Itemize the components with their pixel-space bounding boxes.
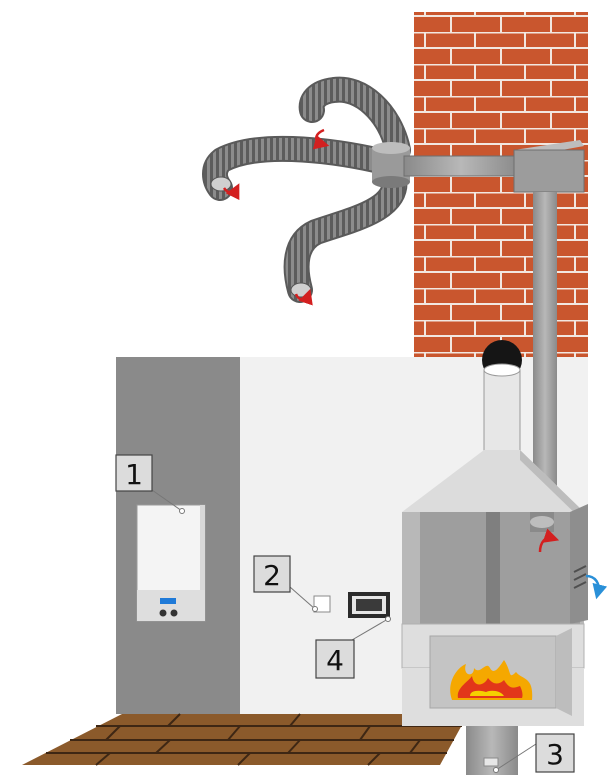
callout-2-number: 2 — [263, 559, 281, 592]
air-intake-pipe — [466, 726, 518, 775]
hose-outlet-left — [211, 177, 231, 191]
callout-2: 2 — [254, 556, 290, 592]
horizontal-duct — [404, 156, 518, 176]
wooden-floor — [22, 714, 468, 765]
control-panel — [348, 592, 390, 618]
callout-1: 1 — [116, 455, 152, 491]
boiler-display — [160, 598, 176, 604]
fireplace-body — [402, 504, 588, 624]
boiler-knob-left — [160, 610, 167, 617]
boiler-knob-right — [171, 610, 178, 617]
flexible-air-hoses — [215, 90, 400, 290]
callout-3-number: 3 — [546, 738, 564, 771]
callout-4-number: 4 — [326, 644, 344, 677]
hose-outlet-lower — [291, 283, 311, 297]
gas-boiler — [137, 505, 205, 621]
callout-4: 4 — [316, 640, 354, 678]
callout-1-number: 1 — [125, 458, 143, 491]
callout-3: 3 — [536, 734, 574, 772]
